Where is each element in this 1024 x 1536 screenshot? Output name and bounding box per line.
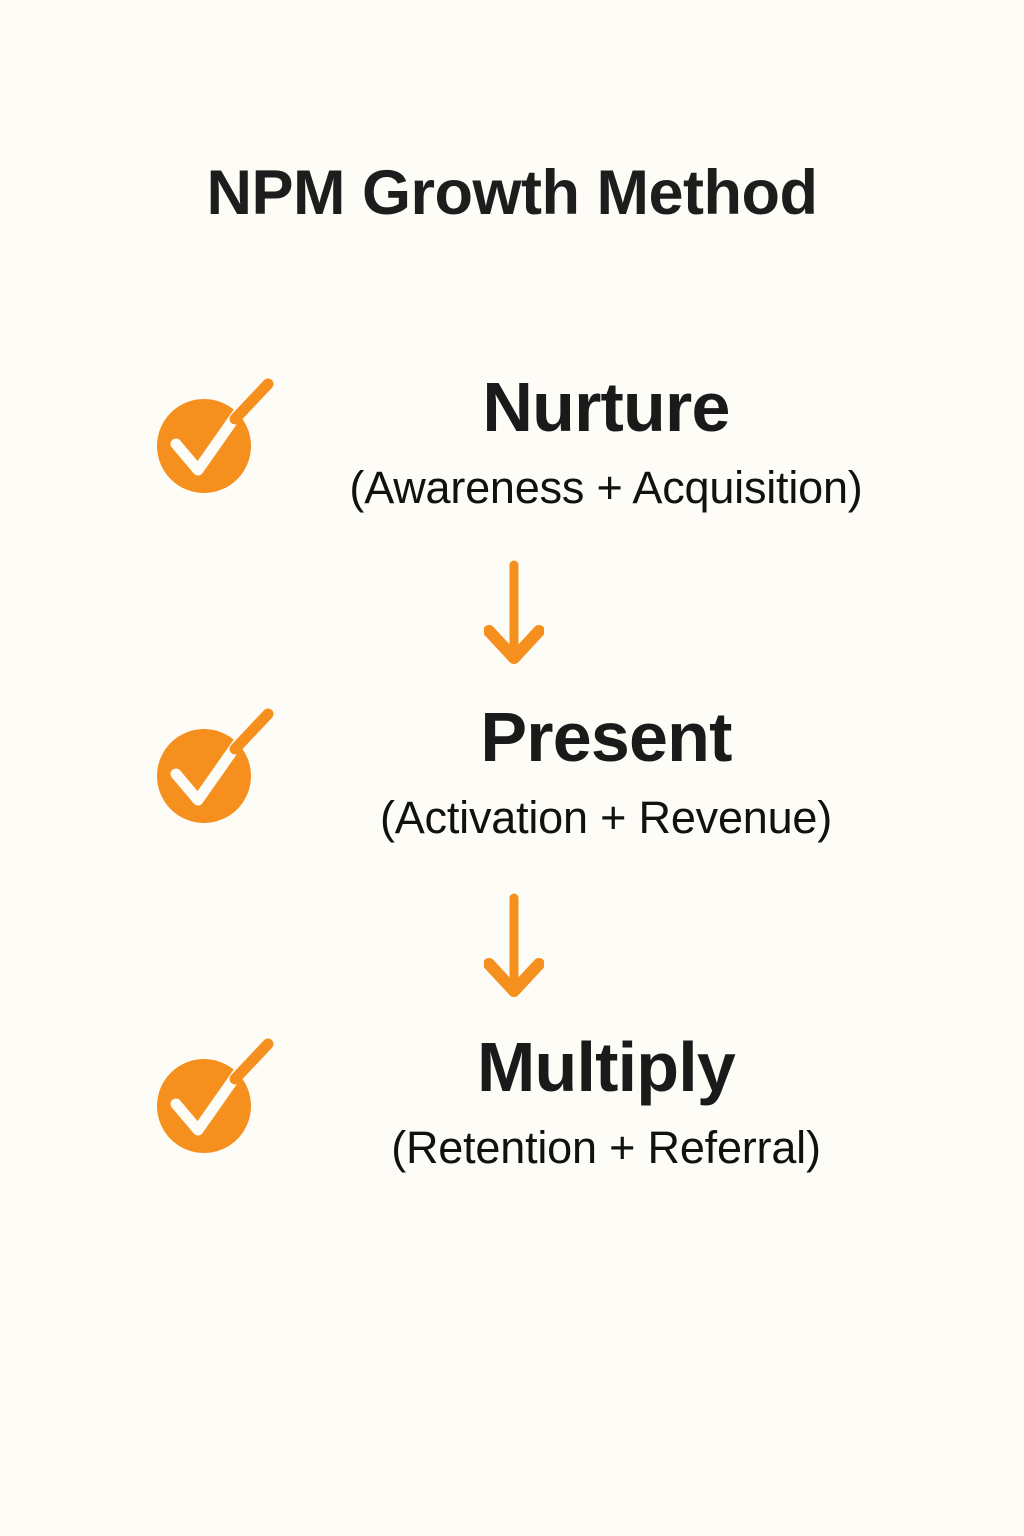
stage-subtitle: (Activation + Revenue) <box>379 792 833 843</box>
stage-subtitle: (Awareness + Acquisition) <box>349 462 863 513</box>
stage-multiply: Multiply (Retention + Referral) <box>0 1032 1024 1222</box>
stage-heading: Present <box>480 698 732 776</box>
page-title: NPM Growth Method <box>206 158 818 228</box>
check-circle-icon <box>152 708 277 828</box>
stage-heading: Multiply <box>476 1028 736 1106</box>
check-circle-icon <box>152 1038 277 1158</box>
arrow-down-icon <box>484 890 544 1002</box>
check-circle-icon <box>152 378 277 498</box>
stage-heading: Nurture <box>482 368 730 446</box>
arrow-down-icon <box>484 557 544 669</box>
stage-nurture: Nurture (Awareness + Acquisition) <box>0 372 1024 562</box>
stage-subtitle: (Retention + Referral) <box>391 1122 821 1173</box>
stage-present: Present (Activation + Revenue) <box>0 702 1024 892</box>
